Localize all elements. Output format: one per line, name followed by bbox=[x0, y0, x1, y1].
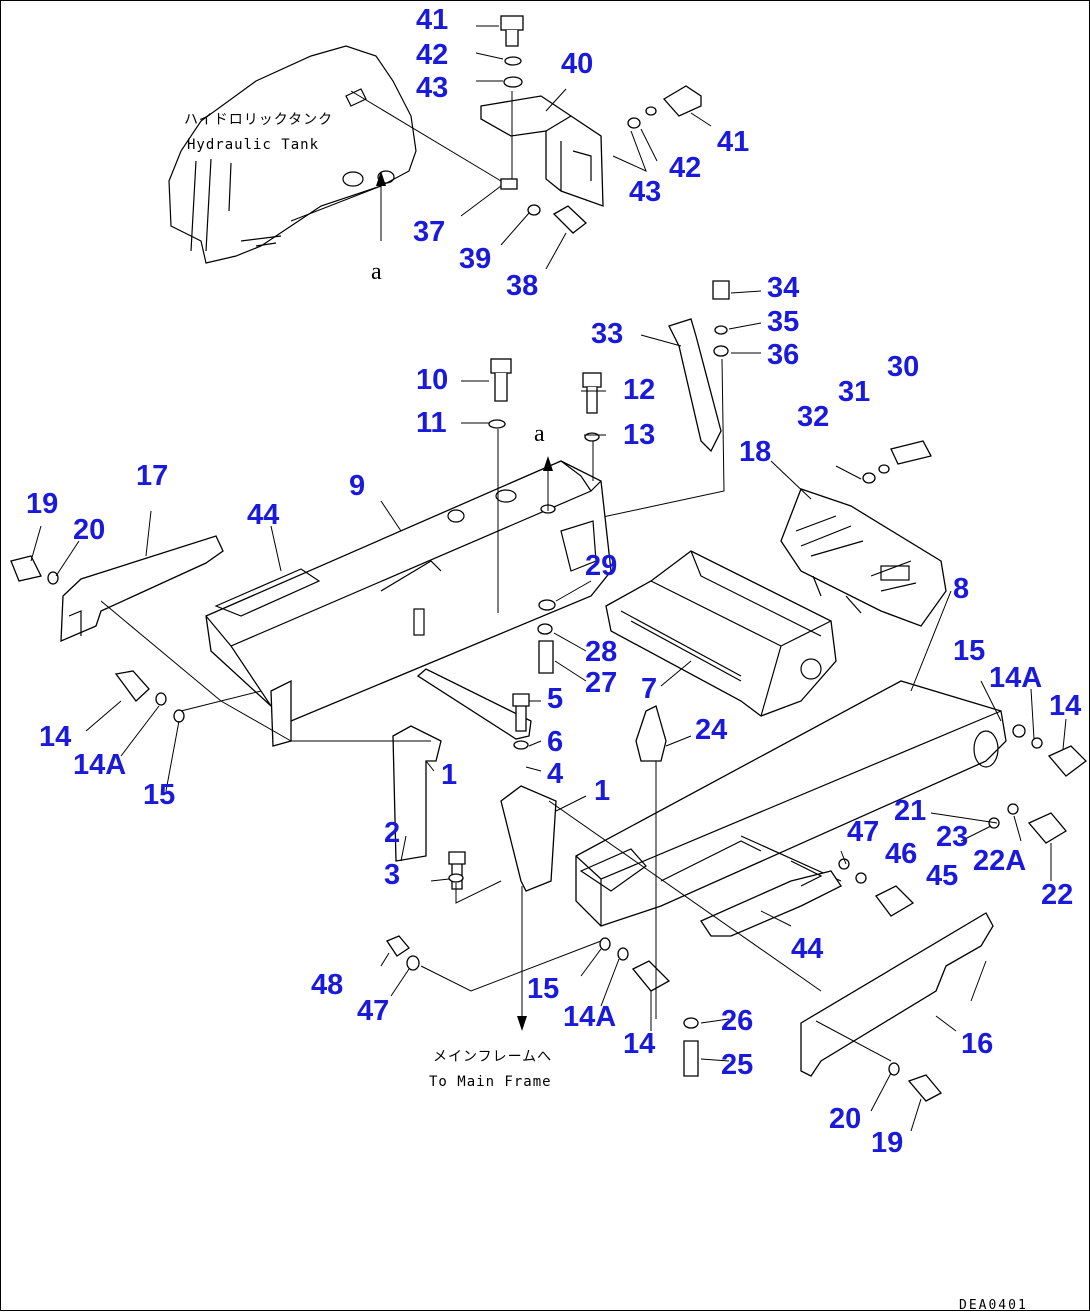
view-mark-a: a bbox=[371, 259, 382, 285]
callout: 20 bbox=[829, 1103, 861, 1135]
hydraulic-tank-label-jp: ハイドロリックタンク bbox=[184, 112, 333, 128]
view-mark-a: a bbox=[534, 421, 545, 447]
callout: 15 bbox=[143, 779, 175, 811]
callout: 36 bbox=[767, 339, 799, 371]
callout: 31 bbox=[838, 376, 870, 408]
callout: 43 bbox=[629, 176, 661, 208]
callout: 42 bbox=[669, 152, 701, 184]
cover-18 bbox=[780, 488, 947, 627]
bracket-44 bbox=[700, 860, 842, 937]
callout: 8 bbox=[953, 573, 969, 605]
callout: 40 bbox=[561, 48, 593, 80]
to-main-frame-label-en: To Main Frame bbox=[429, 1074, 552, 1090]
callout: 28 bbox=[585, 636, 617, 668]
callout: 33 bbox=[591, 318, 623, 350]
view-arrows bbox=[376, 171, 553, 1031]
callout: 19 bbox=[26, 488, 58, 520]
callout: 1 bbox=[594, 775, 610, 807]
callout: 13 bbox=[623, 419, 655, 451]
callout: 25 bbox=[721, 1049, 753, 1081]
to-main-frame-label-jp: メインフレームへ bbox=[433, 1049, 552, 1065]
callout: 18 bbox=[739, 436, 771, 468]
callout: 3 bbox=[384, 859, 400, 891]
callout: 43 bbox=[416, 72, 448, 104]
callout: 39 bbox=[459, 243, 491, 275]
callout: 14A bbox=[563, 1001, 616, 1033]
callout: 5 bbox=[547, 683, 563, 715]
callout: 38 bbox=[506, 270, 538, 302]
callout: 16 bbox=[961, 1028, 993, 1060]
callout: 2 bbox=[384, 817, 400, 849]
callouts: 41 42 43 40 41 42 43 37 39 38 34 35 36 3… bbox=[26, 4, 1081, 1159]
callout: 11 bbox=[416, 407, 447, 439]
callout: 22A bbox=[973, 845, 1026, 877]
callout: 14 bbox=[623, 1028, 655, 1060]
callout: 41 bbox=[717, 126, 749, 158]
cover-16 bbox=[800, 912, 994, 1077]
callout: 12 bbox=[623, 374, 655, 406]
callout: 23 bbox=[936, 821, 968, 853]
callout: 24 bbox=[695, 714, 727, 746]
callout: 44 bbox=[791, 933, 823, 965]
frame-9 bbox=[205, 460, 612, 747]
callout: 29 bbox=[585, 550, 617, 582]
hydraulic-tank-label-en: Hydraulic Tank bbox=[187, 137, 319, 153]
stay-33-assembly bbox=[560, 280, 730, 527]
callout: 46 bbox=[885, 838, 917, 870]
callout: 34 bbox=[767, 272, 799, 304]
callout: 1 bbox=[441, 759, 457, 791]
drawing-code: DEA0401 bbox=[959, 1298, 1028, 1312]
callout: 32 bbox=[797, 401, 829, 433]
callout: 47 bbox=[847, 816, 879, 848]
stays-1-4-24 bbox=[392, 668, 667, 892]
leader-lines bbox=[30, 25, 1067, 1132]
callout: 15 bbox=[953, 635, 985, 667]
callout: 19 bbox=[871, 1127, 903, 1159]
callout: 42 bbox=[416, 39, 448, 71]
cover-17 bbox=[60, 535, 224, 643]
callout: 7 bbox=[641, 673, 657, 705]
callout: 14A bbox=[73, 749, 126, 781]
bracket-40-assembly bbox=[480, 15, 702, 234]
callout: 26 bbox=[721, 1005, 753, 1037]
callout: 14 bbox=[39, 721, 71, 753]
callout: 35 bbox=[767, 306, 799, 338]
callout: 47 bbox=[357, 995, 389, 1027]
callout: 14 bbox=[1049, 690, 1081, 722]
callout: 4 bbox=[547, 758, 563, 790]
fasteners bbox=[10, 358, 1087, 1102]
callout: 6 bbox=[547, 726, 563, 758]
callout: 27 bbox=[585, 667, 617, 699]
callout: 15 bbox=[527, 973, 559, 1005]
callout: 20 bbox=[73, 514, 105, 546]
callout: 10 bbox=[416, 364, 448, 396]
callout: 14A bbox=[989, 662, 1042, 694]
callout: 30 bbox=[887, 351, 919, 383]
hydraulic-tank-outline bbox=[168, 45, 417, 264]
callout: 45 bbox=[926, 860, 958, 892]
callout: 48 bbox=[311, 969, 343, 1001]
callout: 21 bbox=[894, 795, 926, 827]
callout: 41 bbox=[416, 4, 448, 36]
callout: 22 bbox=[1041, 879, 1073, 911]
callout: 37 bbox=[413, 216, 445, 248]
callout: 44 bbox=[247, 499, 279, 531]
callout: 9 bbox=[349, 470, 365, 502]
callout: 17 bbox=[136, 460, 168, 492]
frame-7 bbox=[605, 550, 837, 717]
